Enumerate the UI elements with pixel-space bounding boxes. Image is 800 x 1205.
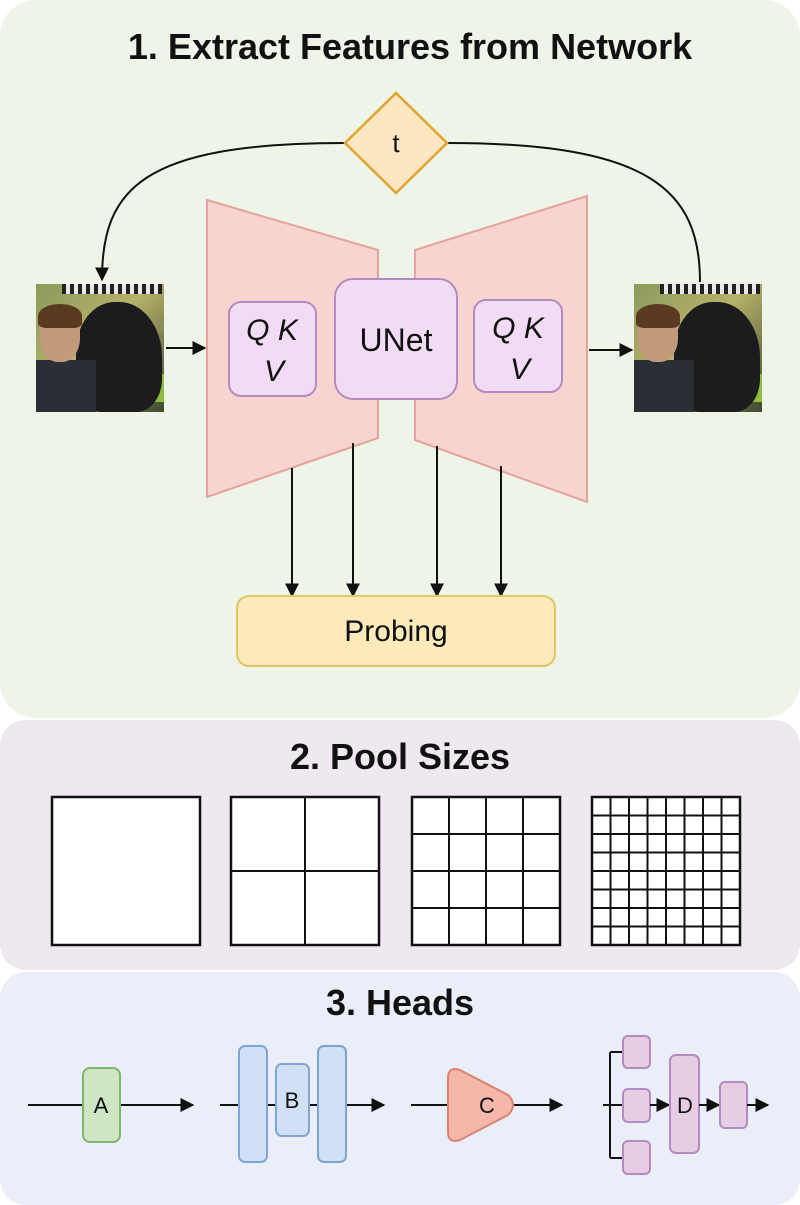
probing-box [236,595,556,667]
section3-title: 3. Heads [325,982,475,1023]
head-c-label: C [479,1093,495,1118]
section2-title: 2. Pool Sizes [289,736,511,777]
pool-grid-1x1 [50,795,202,947]
pool-grid-4x4 [410,795,562,947]
heads-panel [0,972,800,1205]
qkv-right-line2: V [510,353,533,386]
pool-grid-frame [50,795,202,947]
timestep-to-output-line [446,142,701,283]
qkv-right-line1: Q K [492,312,546,345]
qkv-left-line2: V [264,355,287,388]
probing-label: Probing [344,615,447,648]
head-d-in-bottom [622,1140,651,1175]
qkv-left-line1: Q K [246,314,300,347]
output-image [634,284,762,412]
timestep-label: t [392,128,400,158]
head-b-bar-right [317,1045,347,1163]
pool-grid-2x2 [229,795,381,947]
head-b-label: B [285,1088,300,1113]
head-a-label: A [94,1093,109,1118]
timestep-diamond [343,91,449,195]
head-d-in-mid [622,1088,651,1123]
qkv-right-box [473,299,563,393]
head-d-out [719,1081,748,1129]
head-b-box [275,1063,310,1137]
head-c-triangle [447,1068,514,1142]
section1-title: 1. Extract Features from Network [127,26,693,67]
timestep-to-input-arrow [95,142,346,282]
head-b-bar-left [238,1045,268,1163]
pool-grids [50,795,742,947]
unet-label: UNet [360,322,433,358]
input-image [36,284,164,412]
pool-grid-8x8 [590,795,742,947]
head-a-box [82,1067,121,1143]
qkv-left-box [228,301,317,397]
head-d-label: D [677,1093,693,1118]
head-d-in-top [622,1035,651,1069]
unet-box [334,278,458,400]
